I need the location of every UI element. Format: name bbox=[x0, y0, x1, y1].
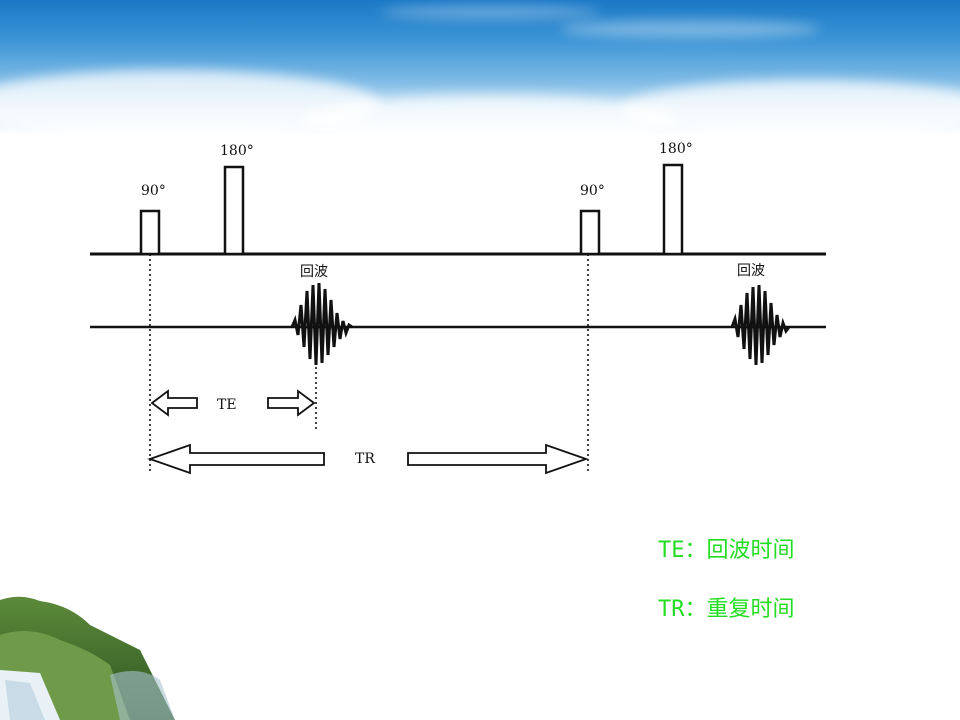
pulse-90-label-second: 90° bbox=[580, 183, 605, 199]
pulse-180-label-first: 180° bbox=[220, 143, 254, 159]
te-arrow-right bbox=[267, 389, 316, 417]
tr-arrow-left bbox=[147, 443, 325, 475]
pulse-90-second bbox=[579, 209, 601, 256]
sky-background bbox=[0, 0, 960, 135]
pulse-180-label-second: 180° bbox=[659, 141, 693, 157]
pulse-90-first bbox=[139, 209, 161, 256]
echo-waveform-first bbox=[290, 282, 353, 366]
echo-label-second: 回波 bbox=[737, 263, 765, 279]
te-arrow-left bbox=[150, 389, 198, 417]
tr-arrow-right bbox=[407, 443, 589, 475]
spin-echo-sequence-diagram: 90° 180° 90° 180° 回波 回波 TE TR bbox=[80, 135, 840, 505]
pulse-180-second bbox=[662, 163, 684, 256]
echo-label-first: 回波 bbox=[300, 264, 328, 280]
legend-tr: TR：重复时间 bbox=[658, 597, 795, 622]
pulse-180-first bbox=[223, 165, 245, 256]
tr-label: TR bbox=[355, 451, 375, 467]
echo-waveform-second bbox=[730, 284, 791, 366]
legend-te: TE：回波时间 bbox=[658, 538, 795, 563]
pulse-90-label-first: 90° bbox=[141, 183, 166, 199]
te-label: TE bbox=[217, 397, 237, 413]
waterfall-landscape-decoration bbox=[0, 595, 175, 720]
